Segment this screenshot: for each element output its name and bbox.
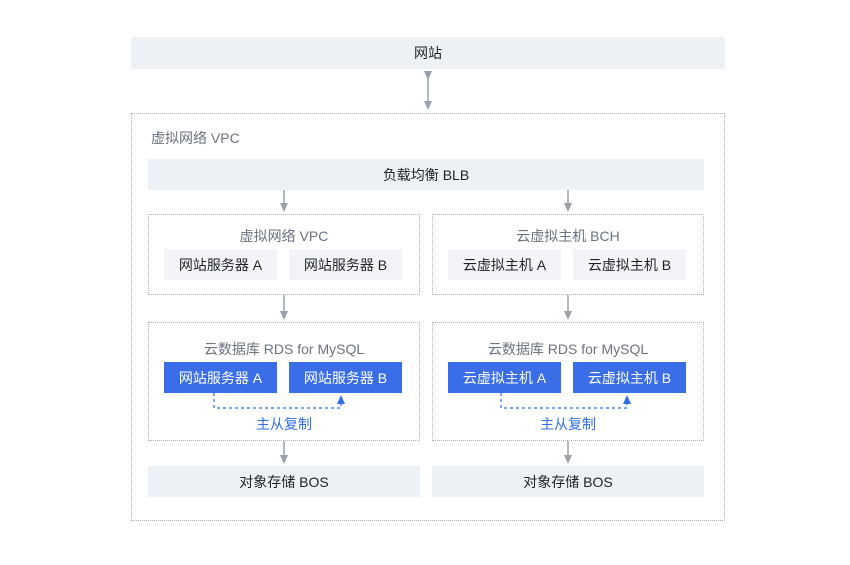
web-server-b-label: 网站服务器 B — [303, 256, 388, 273]
website-label: 网站 — [414, 45, 442, 61]
rds-left-replication-label: 主从复制 — [256, 416, 312, 432]
bos-right-label: 对象存储 BOS — [523, 473, 613, 490]
rds-left-title: 云数据库 RDS for MySQL — [203, 341, 365, 357]
rds-left-replica-card: 网站服务器 B — [289, 362, 402, 393]
bos-right-bar: 对象存储 BOS — [432, 466, 704, 497]
blb-label: 负载均衡 BLB — [382, 166, 470, 183]
website-bar: 网站 — [131, 37, 725, 69]
web-server-b-card: 网站服务器 B — [289, 249, 402, 280]
outer-vpc-container: 虚拟网络 VPC — [131, 113, 725, 521]
bch-group: 云虚拟主机 BCH 云虚拟主机 A 云虚拟主机 B — [432, 214, 704, 295]
rds-right-title: 云数据库 RDS for MySQL — [487, 341, 649, 357]
rds-right-replication-label: 主从复制 — [540, 416, 596, 432]
web-server-a-card: 网站服务器 A — [164, 249, 277, 280]
vhost-b-card: 云虚拟主机 B — [573, 249, 686, 280]
vpc-group-title: 虚拟网络 VPC — [239, 228, 329, 244]
rds-left-primary-label: 网站服务器 A — [178, 369, 263, 386]
rds-right-group: 云数据库 RDS for MySQL 云虚拟主机 A 云虚拟主机 B 主从复制 — [432, 322, 704, 441]
vhost-b-label: 云虚拟主机 B — [587, 256, 672, 273]
outer-vpc-title: 虚拟网络 VPC — [151, 130, 240, 146]
rds-right-primary-label: 云虚拟主机 A — [462, 369, 547, 386]
rds-left-primary-card: 网站服务器 A — [164, 362, 277, 393]
bch-group-title: 云虚拟主机 BCH — [516, 228, 620, 244]
vpc-group: 虚拟网络 VPC 网站服务器 A 网站服务器 B — [148, 214, 420, 295]
rds-right-replica-card: 云虚拟主机 B — [573, 362, 686, 393]
rds-left-group: 云数据库 RDS for MySQL 网站服务器 A 网站服务器 B 主从复制 — [148, 322, 420, 441]
vhost-a-card: 云虚拟主机 A — [448, 249, 561, 280]
bos-left-label: 对象存储 BOS — [239, 473, 329, 490]
web-server-a-label: 网站服务器 A — [178, 256, 263, 273]
bos-left-bar: 对象存储 BOS — [148, 466, 420, 497]
rds-left-replica-label: 网站服务器 B — [303, 369, 388, 386]
rds-right-replica-label: 云虚拟主机 B — [587, 369, 672, 386]
rds-right-primary-card: 云虚拟主机 A — [448, 362, 561, 393]
blb-bar: 负载均衡 BLB — [148, 159, 704, 190]
vhost-a-label: 云虚拟主机 A — [462, 256, 547, 273]
